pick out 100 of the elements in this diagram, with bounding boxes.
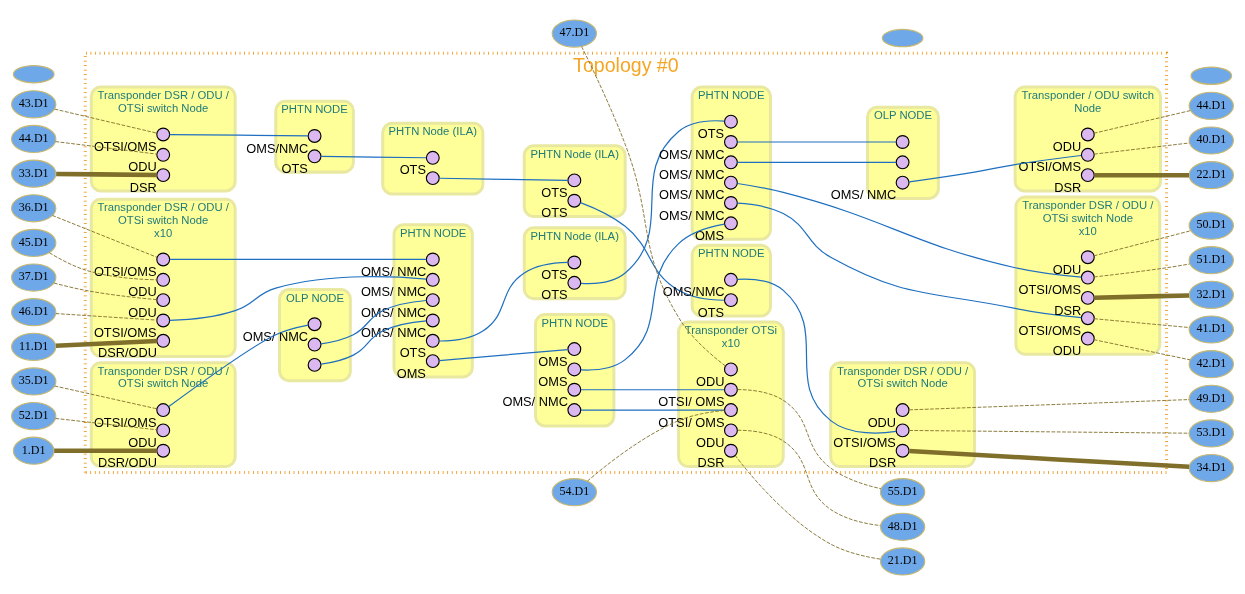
node-circle — [307, 357, 322, 372]
connector — [320, 299, 427, 344]
node-circle — [156, 402, 171, 417]
node-circle — [1080, 310, 1095, 325]
connector — [580, 119, 725, 284]
node-circle — [567, 193, 582, 208]
node-circle — [723, 272, 738, 287]
node-circle — [723, 215, 738, 230]
node-circle — [723, 382, 738, 397]
node-ellipse — [12, 64, 55, 83]
connector — [54, 108, 158, 134]
connector — [52, 214, 158, 258]
node-ellipse: 54.D1 — [551, 477, 598, 506]
node-circle — [723, 154, 738, 169]
node-ellipse: 22.D1 — [1188, 160, 1234, 189]
node-label: ODU — [696, 373, 725, 389]
connector — [54, 385, 158, 409]
connector — [580, 388, 725, 390]
node-label: OMS/NMC — [246, 140, 309, 156]
connector — [587, 409, 725, 481]
node-circle — [425, 353, 440, 368]
node-circle — [895, 154, 910, 169]
node-label: DSR — [869, 454, 897, 470]
node-label: OTS — [541, 184, 568, 200]
connector — [736, 182, 1082, 278]
node-circle — [156, 127, 171, 141]
connector — [168, 324, 309, 407]
node-ellipse: 51.D1 — [1188, 245, 1234, 274]
node-label: ODU — [867, 414, 897, 430]
node-label: DSR — [129, 179, 157, 195]
connector — [169, 258, 427, 260]
node-ellipse — [881, 28, 924, 47]
node-circle — [723, 361, 738, 376]
node-circle — [723, 195, 738, 210]
connector — [736, 140, 897, 143]
node-ellipse: 41.D1 — [1188, 314, 1234, 344]
node-label: OMS/ NMC — [659, 166, 725, 182]
connector — [54, 448, 157, 453]
node-label: OTSI/OMS — [1018, 281, 1082, 297]
node-label: DSR/ODU — [97, 454, 157, 470]
node-label: DSR — [697, 454, 725, 470]
connector — [737, 278, 897, 434]
node-label: OTSI/ OMS — [658, 414, 725, 430]
connector — [56, 171, 157, 177]
node-ellipse: 53.D1 — [1188, 418, 1234, 448]
node-circle — [425, 150, 440, 165]
connector — [438, 261, 569, 342]
connector — [55, 417, 158, 430]
node-label: OTSI/OMS — [93, 414, 157, 430]
connector — [55, 140, 158, 155]
node-circle — [895, 422, 910, 437]
node-circle — [723, 114, 738, 129]
node-circle — [567, 172, 582, 187]
node-ellipse: 45.D1 — [11, 228, 57, 257]
connector — [581, 45, 726, 366]
node-circle — [307, 337, 322, 352]
node-label: OTSI/OMS — [93, 263, 157, 279]
node-circle — [156, 147, 171, 162]
node-circle — [723, 292, 738, 307]
node-ellipse: 43.D1 — [11, 89, 57, 118]
node-circle — [895, 402, 910, 417]
node-label: ODU — [1052, 261, 1082, 277]
node-label: OMS/ NMC — [502, 393, 568, 409]
node-circle — [1080, 270, 1095, 284]
node-label: OMS/ NMC — [830, 186, 897, 202]
node-label: OTSI/OMS — [93, 138, 157, 154]
node-circle — [425, 313, 440, 327]
node-ellipse: 50.D1 — [1188, 210, 1234, 240]
node-circle — [723, 422, 738, 437]
node-circle — [895, 175, 910, 190]
node-circle — [425, 333, 440, 348]
node-circle — [895, 443, 910, 458]
node-circle — [425, 292, 440, 307]
node-label: OMS/ NMC — [360, 263, 427, 279]
node-ellipse: 55.D1 — [879, 477, 926, 506]
node-label: ODU — [1052, 138, 1082, 154]
node-label: OTSI/ OMS — [658, 393, 725, 409]
connector — [48, 251, 158, 280]
node-circle — [425, 170, 440, 185]
node-circle — [723, 134, 738, 149]
node-circle — [156, 333, 171, 348]
node-label: OTSI/OMS — [833, 434, 896, 450]
connector — [736, 161, 897, 163]
node-label: DSR/ODU — [97, 344, 157, 360]
node-label: DSR — [1054, 179, 1082, 195]
node-circle — [425, 252, 440, 266]
node-ellipse: 47.D1 — [551, 18, 598, 48]
node-circle — [1080, 249, 1095, 264]
node-ellipse: 44.D1 — [1188, 91, 1234, 120]
node-label: OMS — [538, 373, 568, 389]
node-label: OMS — [538, 353, 568, 369]
node-label: OTS — [541, 266, 568, 282]
connector — [908, 398, 1190, 410]
node-label: OTS — [399, 344, 426, 360]
connector — [55, 312, 158, 321]
node-ellipse: 40.D1 — [1188, 125, 1234, 155]
node-label: OTS — [697, 304, 725, 320]
node-circle — [156, 272, 171, 287]
connector — [55, 338, 157, 348]
node-label: ODU — [128, 283, 157, 299]
